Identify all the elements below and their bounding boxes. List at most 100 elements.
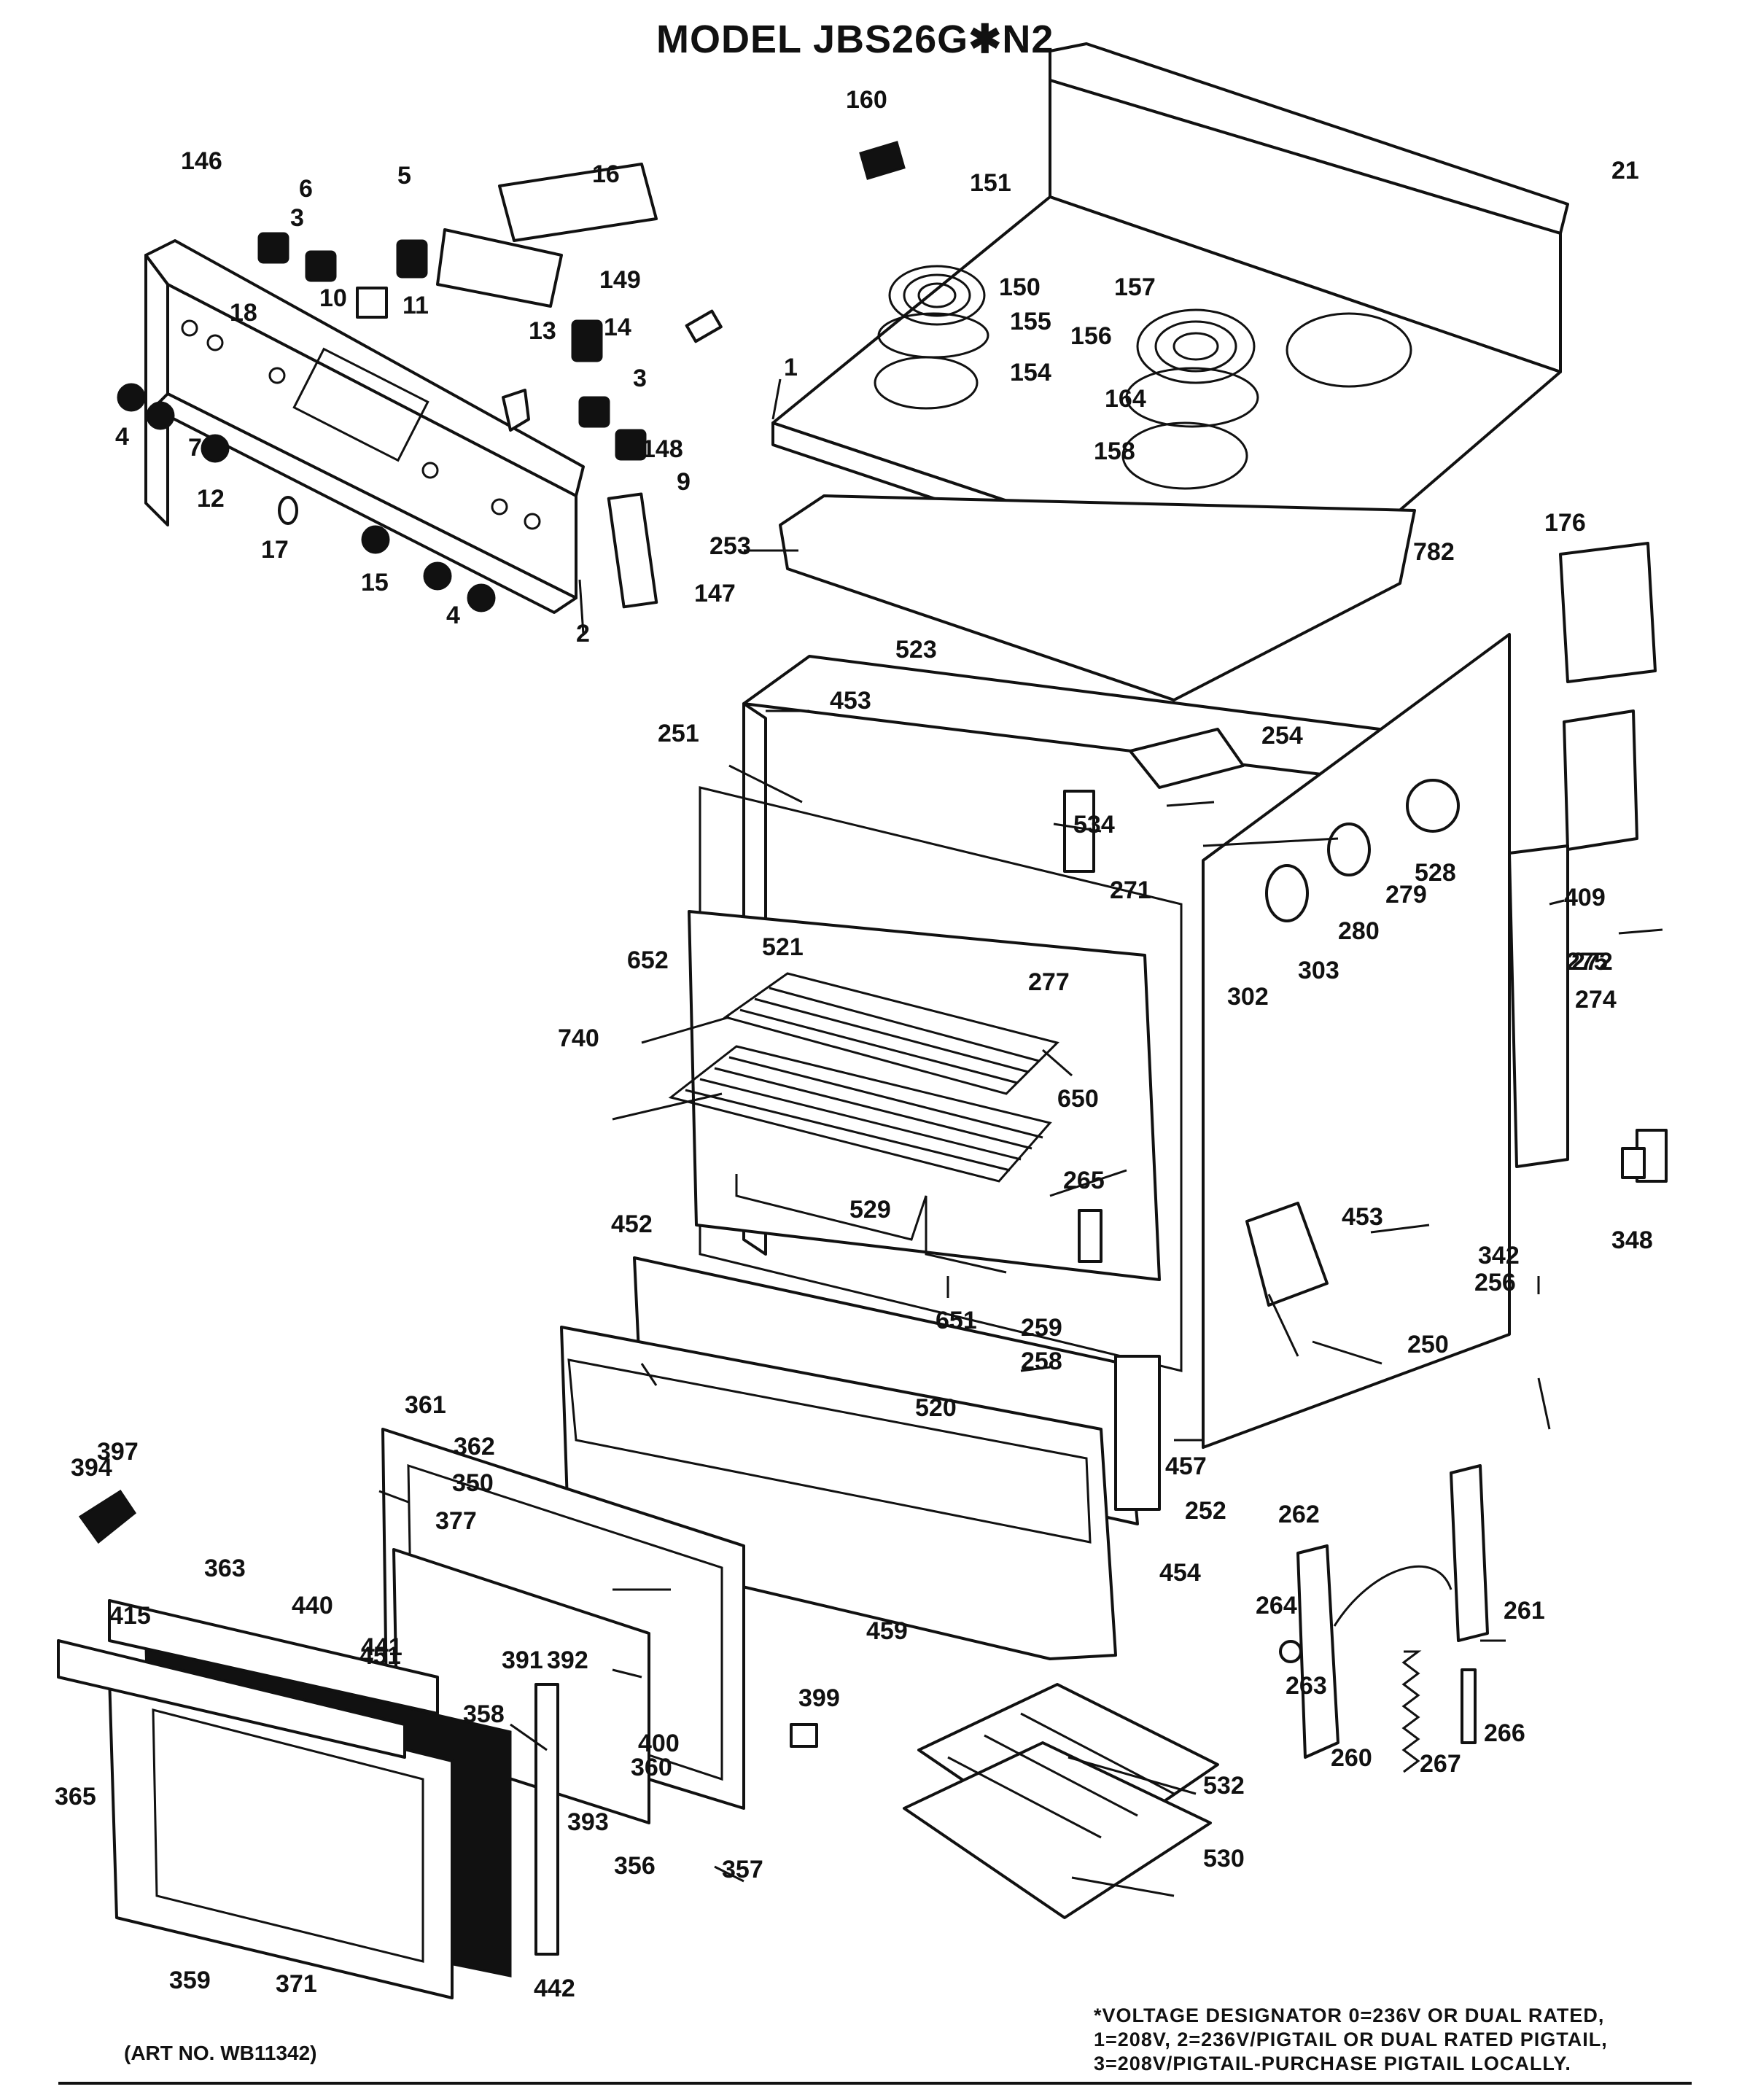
part-callout: 151 (970, 169, 1011, 197)
part-callout: 371 (276, 1970, 317, 1998)
part-callout: 275 (1566, 948, 1608, 976)
part-callout: 409 (1564, 884, 1606, 911)
part-callout: 277 (1028, 968, 1070, 996)
part-callout: 652 (627, 946, 669, 974)
footnote-line: 3=208V/PIGTAIL-PURCHASE PIGTAIL LOCALLY. (1094, 2053, 1571, 2074)
part-callout: 530 (1203, 1845, 1245, 1872)
part-callout: 253 (709, 532, 751, 560)
part-callout: 521 (762, 933, 804, 961)
part-callout: 342 (1478, 1242, 1520, 1269)
part-callout: 271 (1110, 876, 1151, 904)
bake-element-icon (735, 1174, 1007, 1274)
part-callout: 303 (1298, 957, 1339, 984)
part-callout: 451 (359, 1642, 401, 1670)
part-callout: 3 (633, 365, 647, 392)
part-callout: 359 (169, 1967, 211, 1994)
part-callout: 2 (576, 620, 590, 648)
part-callout: 156 (1070, 322, 1112, 350)
part-callout: 441 (361, 1633, 402, 1661)
part-callout: 272 (1571, 948, 1613, 976)
part-callout: 14 (604, 314, 631, 341)
part-callout: 452 (611, 1210, 653, 1238)
part-callout: 782 (1413, 538, 1455, 566)
part-callout: 9 (677, 468, 691, 496)
part-callout: 529 (849, 1196, 891, 1224)
part-callout: 454 (1159, 1559, 1201, 1587)
part-callout: 362 (454, 1433, 495, 1461)
part-callout: 4 (446, 602, 460, 629)
part-callout: 147 (694, 580, 736, 607)
part-callout: 6 (299, 175, 313, 203)
part-callout: 302 (1227, 983, 1269, 1011)
footnote-line: *VOLTAGE DESIGNATOR 0=236V OR DUAL RATED… (1094, 2004, 1605, 2026)
part-callout: 21 (1611, 157, 1639, 184)
door-latch-icon (78, 1489, 137, 1544)
part-callout: 17 (261, 536, 289, 564)
part-callout: 453 (830, 687, 871, 715)
control-panel-assembly (144, 239, 585, 614)
part-callout: 397 (97, 1438, 139, 1466)
part-callout: 164 (1105, 385, 1146, 413)
part-callout: 357 (722, 1856, 763, 1883)
part-callout: 393 (567, 1808, 609, 1836)
part-callout: 155 (1010, 308, 1051, 335)
page-title: MODEL JBS26G✱N2 (656, 18, 1054, 61)
part-callout: 262 (1278, 1501, 1320, 1528)
part-callout: 377 (435, 1507, 477, 1535)
cooktop-tray (779, 494, 1416, 701)
bumper-icon (790, 1723, 818, 1748)
part-callout: 11 (402, 292, 429, 319)
oven-door-assembly (57, 1428, 745, 1999)
part-callout: 10 (319, 284, 347, 312)
surface-unit-icons (859, 141, 1259, 490)
part-callout: 358 (463, 1700, 505, 1728)
part-callout: 260 (1331, 1744, 1372, 1772)
part-callout: 523 (895, 636, 937, 664)
part-callout: 1 (784, 354, 798, 381)
part-callout: 394 (71, 1454, 112, 1482)
part-callout: 149 (599, 266, 641, 294)
knob-icons (117, 383, 496, 612)
part-callout: 650 (1057, 1085, 1099, 1113)
part-callout: 415 (109, 1602, 151, 1630)
part-callout: 15 (361, 569, 389, 596)
part-callout: 259 (1021, 1314, 1062, 1342)
part-callout: 363 (204, 1555, 246, 1582)
part-callout: 360 (631, 1754, 672, 1781)
part-callout: 365 (55, 1783, 96, 1811)
part-callout: 267 (1420, 1750, 1461, 1778)
part-callout: 520 (915, 1394, 957, 1422)
part-callout: 356 (614, 1852, 656, 1880)
part-callout: 7 (188, 434, 202, 462)
part-callout: 160 (846, 86, 887, 114)
part-callout: 16 (592, 160, 620, 188)
part-callout: 350 (452, 1469, 494, 1497)
part-callout: 740 (558, 1024, 599, 1052)
part-callout: 3 (290, 204, 304, 232)
part-callout: 12 (197, 485, 225, 513)
door-hinge-icons (1279, 1464, 1489, 1773)
part-callout: 252 (1185, 1497, 1226, 1525)
part-callout: 440 (292, 1592, 333, 1619)
part-callout: 279 (1385, 881, 1427, 909)
bottom-rule (58, 2082, 1692, 2085)
part-callout: 264 (1256, 1592, 1297, 1619)
part-callout: 528 (1415, 859, 1456, 887)
part-callout: 457 (1165, 1452, 1207, 1480)
leader-lines (378, 378, 1663, 1897)
part-callout: 5 (397, 162, 411, 190)
part-callout: 13 (529, 317, 556, 345)
part-callout: 265 (1063, 1167, 1105, 1194)
part-callout: 4 (115, 423, 129, 451)
part-callout: 280 (1338, 917, 1380, 945)
art-number: (ART NO. WB11342) (124, 2042, 317, 2064)
part-callout: 399 (798, 1684, 840, 1712)
side-component-icons (1063, 542, 1668, 1307)
part-callout: 459 (866, 1617, 908, 1645)
part-callout: 158 (1094, 438, 1135, 465)
part-callout: 150 (999, 273, 1041, 301)
part-callout: 266 (1484, 1719, 1525, 1747)
part-callout: 651 (936, 1307, 977, 1334)
